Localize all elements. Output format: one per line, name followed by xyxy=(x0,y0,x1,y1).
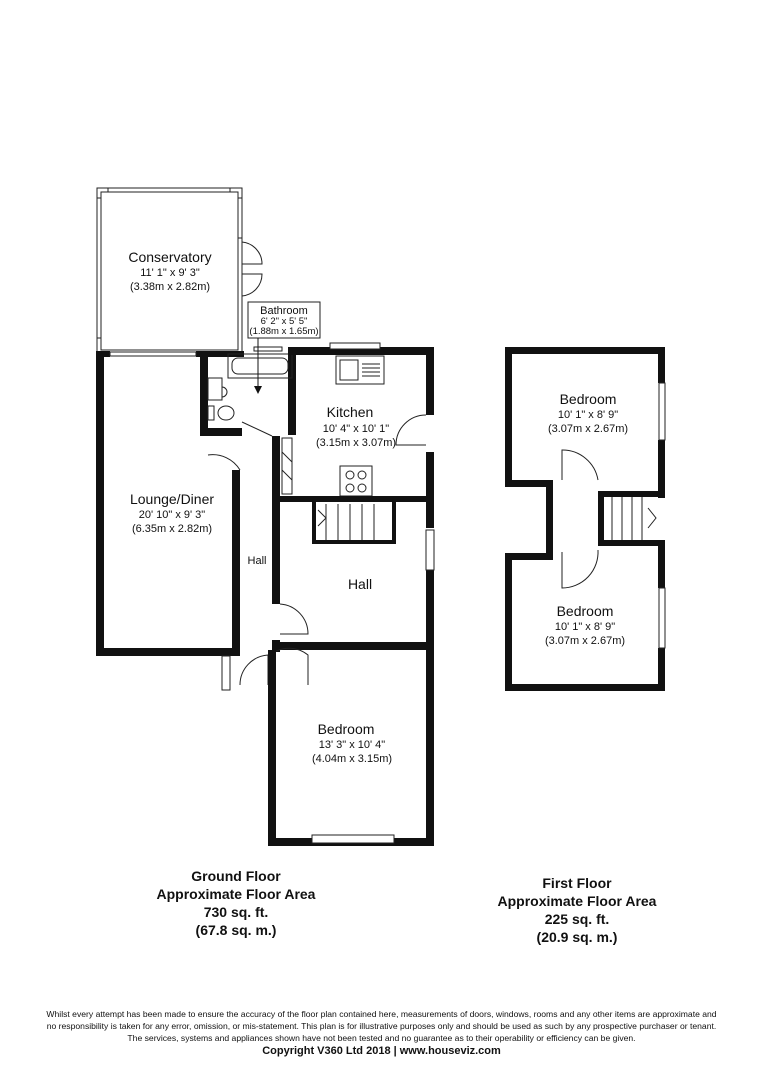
ground-floor-subtitle: Approximate Floor Area xyxy=(156,886,316,902)
first-floor-subtitle: Approximate Floor Area xyxy=(497,893,657,909)
disclaimer-line-1: Whilst every attempt has been made to en… xyxy=(46,1009,717,1019)
kitchen-dims-metric: (3.15m x 3.07m) xyxy=(316,437,396,449)
ff-bedroom-upper-dims-metric: (3.07m x 2.67m) xyxy=(548,423,628,435)
conservatory-dims-metric: (3.38m x 2.82m) xyxy=(130,281,210,293)
disclaimer-line-3: The services, systems and appliances sho… xyxy=(127,1033,636,1043)
disclaimer-line-2: no responsibility is taken for any error… xyxy=(46,1021,717,1031)
bedroom-name: Bedroom xyxy=(318,721,375,737)
first-floor-summary: First Floor Approximate Floor Area 225 s… xyxy=(477,874,677,946)
bathroom-name: Bathroom xyxy=(260,305,308,317)
kitchen-dims-imperial: 10' 4" x 10' 1" xyxy=(323,423,390,435)
copyright: Copyright V360 Ltd 2018 | www.houseviz.c… xyxy=(262,1045,501,1057)
kitchen-walls xyxy=(288,342,434,500)
bedroom-dims-imperial: 13' 3" x 10' 4" xyxy=(319,739,386,751)
ff-bedroom-lower-dims-imperial: 10' 1" x 8' 9" xyxy=(555,621,615,633)
first-floor-title: First Floor xyxy=(542,875,612,891)
first-floor-area-sqft: 225 sq. ft. xyxy=(544,911,610,927)
ground-floor-area-sqm: (67.8 sq. m.) xyxy=(195,922,277,938)
lounge-dims-imperial: 20' 10" x 9' 3" xyxy=(139,509,206,521)
conservatory-name: Conservatory xyxy=(128,249,211,265)
lounge-dims-metric: (6.35m x 2.82m) xyxy=(132,523,212,535)
bedroom-walls xyxy=(268,650,434,846)
ff-bedroom-lower-dims-metric: (3.07m x 2.67m) xyxy=(545,635,625,647)
ground-floor-summary: Ground Floor Approximate Floor Area 730 … xyxy=(136,867,336,939)
conservatory-dims-imperial: 11' 1" x 9' 3" xyxy=(140,267,200,279)
ground-floor-title: Ground Floor xyxy=(191,868,281,884)
lounge-walls xyxy=(96,351,244,656)
hall-name: Hall xyxy=(348,576,372,592)
hall-walls xyxy=(207,436,435,691)
floor-plan: Conservatory 11' 1" x 9' 3" (3.38m x 2.8… xyxy=(96,187,666,846)
ground-floor-plan: Conservatory 11' 1" x 9' 3" (3.38m x 2.8… xyxy=(96,187,435,846)
hall-corridor-name: Hall xyxy=(248,555,267,567)
bedroom-dims-metric: (4.04m x 3.15m) xyxy=(312,753,392,765)
ff-bedroom-upper-name: Bedroom xyxy=(560,391,617,407)
bathroom-dims-metric: (1.88m x 1.65m) xyxy=(249,326,318,337)
lounge-name: Lounge/Diner xyxy=(130,491,214,507)
first-floor-area-sqm: (20.9 sq. m.) xyxy=(536,929,618,945)
ff-bedroom-lower-name: Bedroom xyxy=(557,603,614,619)
kitchen-name: Kitchen xyxy=(327,404,374,420)
bathroom xyxy=(200,301,321,437)
bathroom-dims-imperial: 6' 2" x 5' 5" xyxy=(261,316,308,327)
first-floor-plan: Bedroom 10' 1" x 8' 9" (3.07m x 2.67m) B… xyxy=(505,347,666,691)
ground-floor-area-sqft: 730 sq. ft. xyxy=(203,904,269,920)
ff-bedroom-upper-dims-imperial: 10' 1" x 8' 9" xyxy=(558,409,618,421)
disclaimer: Whilst every attempt has been made to en… xyxy=(14,1008,749,1044)
